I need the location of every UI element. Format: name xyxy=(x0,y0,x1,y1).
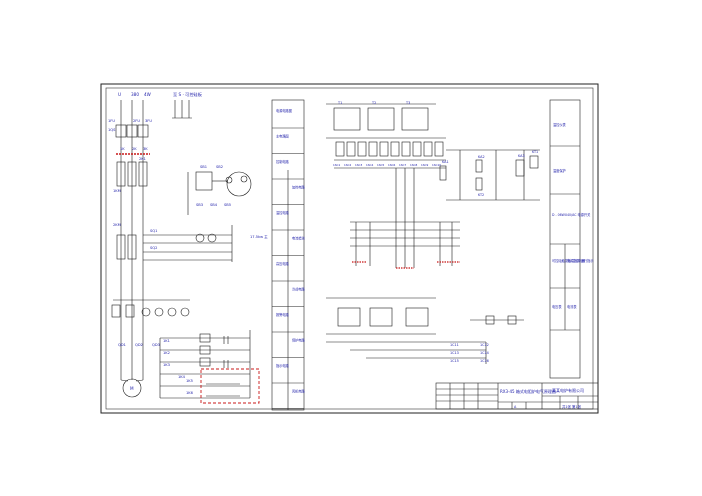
terminal-label: 1C14 xyxy=(480,351,489,355)
branch-label: 1K3 xyxy=(163,363,170,367)
scr-module xyxy=(368,141,378,157)
side-table-cell: 温度保护 xyxy=(553,168,566,173)
middle-column-cell: 指示电路 xyxy=(276,363,290,368)
module-label: 1SC7 xyxy=(399,163,407,167)
module-label: 1SC10 xyxy=(432,163,441,167)
scr-module xyxy=(412,141,422,157)
control-label: SQ2 xyxy=(150,246,157,250)
control-label: SB3 xyxy=(196,203,203,207)
branch-label: 1K2 xyxy=(163,351,170,355)
middle-column-cell: 主电路图 xyxy=(276,134,289,139)
scr-module xyxy=(379,141,389,157)
middle-column-cell: 保护电路 xyxy=(292,338,306,343)
terminal-label: 1C15 xyxy=(450,359,459,363)
control-label: SB4 xyxy=(210,203,218,207)
control-label: QD2 xyxy=(135,343,143,347)
module-label: 1SC8 xyxy=(410,163,418,167)
control-label: QD1 xyxy=(118,343,126,347)
contactor-label: 1K xyxy=(120,147,125,151)
scr-module xyxy=(346,141,356,157)
terminal-label: 1C16 xyxy=(480,359,489,363)
relay-label: KA1 xyxy=(442,160,449,164)
module-label: 1SC6 xyxy=(388,163,396,167)
contactor-label: 2K xyxy=(132,147,137,151)
side-table-cell: 电源指示 运行指示 xyxy=(567,258,594,263)
scr-module xyxy=(423,141,433,157)
side-table-cell: 电压表 xyxy=(552,304,562,309)
inner-frame xyxy=(105,87,594,410)
bus-label: T1 xyxy=(337,101,342,105)
terminal-label: 1C11 xyxy=(450,343,459,347)
left-panel xyxy=(111,100,260,404)
relay-label: KT2 xyxy=(478,193,484,197)
revision-mark: A xyxy=(514,405,517,409)
source-label-1: U xyxy=(118,92,121,97)
side-table-cell: 电流表 xyxy=(567,304,577,309)
side-table xyxy=(549,99,581,379)
contactor-label: 2K1 xyxy=(139,157,146,161)
scr-module xyxy=(357,141,367,157)
middle-column-cell: 电流检测 xyxy=(292,236,305,241)
source-label-2: 380 xyxy=(131,92,139,97)
control-label: SB5 xyxy=(224,203,231,207)
title-block xyxy=(435,382,599,410)
module-label: 1SC3 xyxy=(355,163,363,167)
control-label: SB1 xyxy=(200,165,207,169)
branch-label: 1K6 xyxy=(186,391,194,395)
sheet-number: 共1张 第1张 xyxy=(562,404,582,409)
middle-column-cell: 控制电路 xyxy=(276,159,290,164)
contactor-label: 3K xyxy=(143,147,148,151)
breaker-label: 1QS xyxy=(108,128,116,132)
middle-column-cell: 温控电路 xyxy=(276,210,290,215)
side-table-cell: 可控硅触发板 主控制器 xyxy=(552,258,586,263)
bus-label: T2 xyxy=(371,101,376,105)
scr-module xyxy=(434,141,444,157)
module-label: 1SC5 xyxy=(377,163,385,167)
module-label: 1SC1 xyxy=(333,163,341,167)
source-label-3: 4W xyxy=(144,92,151,97)
contactor-label: 2KM xyxy=(113,223,121,227)
middle-column xyxy=(271,99,305,411)
breaker-label: 1FU xyxy=(108,119,115,123)
control-label: SB2 xyxy=(216,165,223,169)
side-table-cell: 温控仪表 xyxy=(553,122,567,127)
top-note: 至 S · 可控硅板 xyxy=(173,91,203,98)
branch-label: 1K4 xyxy=(178,375,186,379)
side-table-cell: D - 06WX40/AC 电源开关 xyxy=(552,212,591,217)
drawing-title: RX3-45 箱式电阻炉电气原理图 xyxy=(500,388,556,394)
middle-column-cell: 报警电路 xyxy=(276,312,290,317)
relay-label: KA2 xyxy=(478,155,485,159)
relay-label: KA3 xyxy=(518,154,525,158)
side-note: 17.5kw 主 xyxy=(250,234,268,239)
scr-module xyxy=(335,141,345,157)
scr-module xyxy=(390,141,400,157)
terminal-label: 1C13 xyxy=(450,351,459,355)
scr-module xyxy=(401,141,411,157)
contactor-label: 1KM xyxy=(113,189,121,193)
module-label: 1SC9 xyxy=(421,163,429,167)
middle-column-cell: 冷却电路 xyxy=(292,287,306,292)
outer-frame xyxy=(100,83,599,414)
terminal-label: 1C12 xyxy=(480,343,489,347)
middle-column-cell: 电源电路图 xyxy=(276,108,292,113)
bus-label: T3 xyxy=(405,101,410,105)
branch-label: 1K5 xyxy=(186,379,193,383)
control-label: SQ1 xyxy=(150,229,157,233)
company-name: 某某电炉有限公司 xyxy=(552,387,584,393)
right-panel xyxy=(326,103,540,364)
module-label: 1SC4 xyxy=(366,163,374,167)
control-label: QD3 xyxy=(152,343,160,347)
module-label: 1SC2 xyxy=(344,163,352,167)
breaker-label: 2FU xyxy=(133,119,140,123)
middle-column-cell: 高压电路 xyxy=(276,261,290,266)
middle-column-cell: 加热电路 xyxy=(292,185,306,190)
breaker-label: 3FU xyxy=(145,119,152,123)
branch-label: 1K1 xyxy=(163,339,170,343)
motor-label: M xyxy=(130,386,134,391)
relay-label: KT1 xyxy=(532,150,538,154)
middle-column-cell: 风机电路 xyxy=(292,389,306,394)
